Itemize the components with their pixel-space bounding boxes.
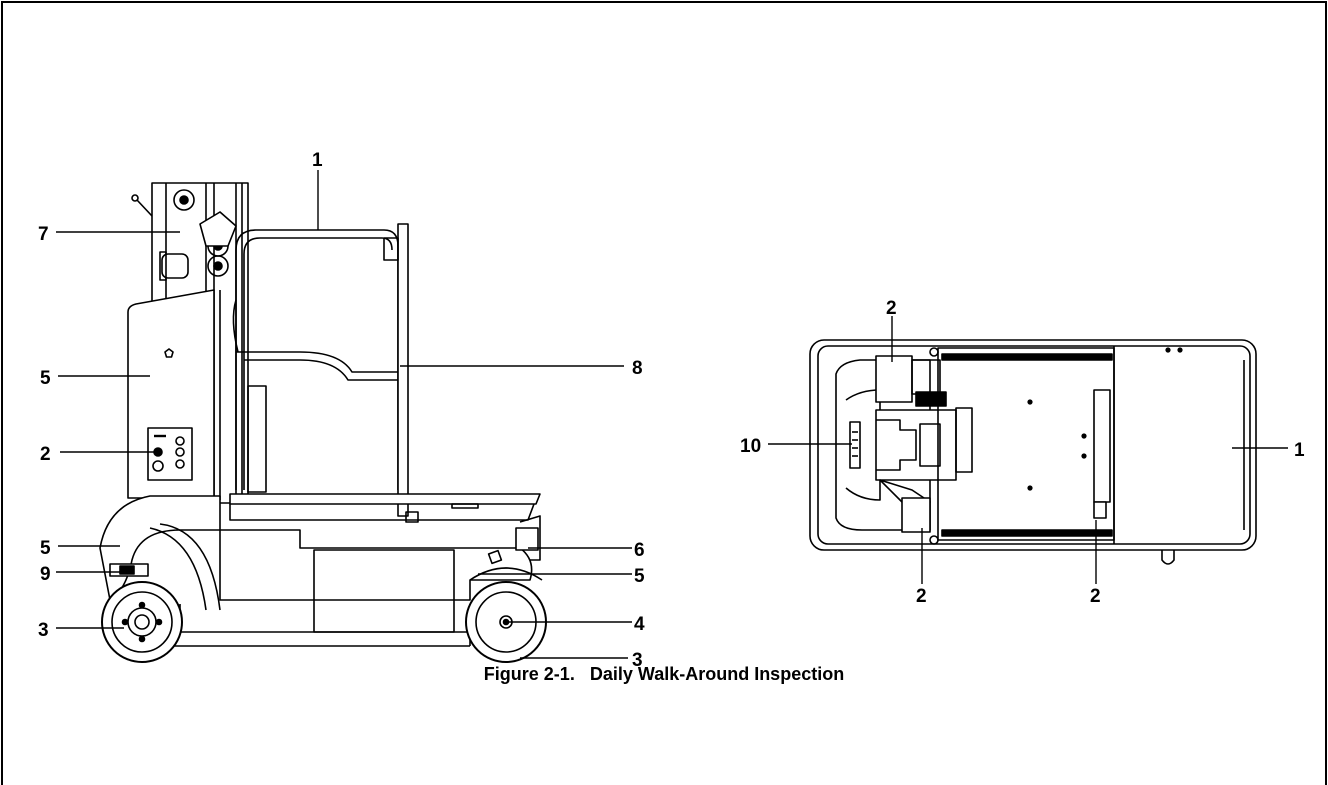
callout-4-hub: 4 [634, 614, 645, 635]
side-view-callouts: 1 7 5 8 2 5 6 9 5 3 4 3 [38, 150, 645, 671]
callout-1-top-deck: 1 [1294, 440, 1305, 461]
side-view-leaders [56, 170, 632, 659]
callout-8-rear-post: 8 [632, 358, 643, 379]
top-view-drawing [809, 339, 1257, 565]
top-view-leaders [768, 316, 1288, 584]
callout-6-handle: 6 [634, 540, 645, 561]
callout-10-battery: 10 [740, 436, 761, 457]
figure-title: Daily Walk-Around Inspection [589, 664, 845, 684]
callout-5-housing: 5 [40, 368, 51, 389]
callout-2-controls: 2 [40, 444, 51, 465]
callout-5-front-cover: 5 [40, 538, 51, 559]
callout-2-lower-controls: 2 [916, 586, 927, 607]
figure-number: Figure 2-1. [483, 664, 575, 684]
callout-5-rear-cover: 5 [634, 566, 645, 587]
side-view-drawing [99, 182, 547, 663]
callout-9-step: 9 [40, 564, 51, 585]
callout-2-rear-switch: 2 [1090, 586, 1101, 607]
callout-3-front-wheel: 3 [38, 620, 49, 641]
top-view-callouts: 2 10 1 2 2 [740, 298, 1305, 607]
callout-3-rear-wheel: 3 [632, 650, 643, 671]
callout-2-top-controls: 2 [886, 298, 897, 319]
callout-1-guard-rail: 1 [312, 150, 323, 171]
callout-7-mast: 7 [38, 224, 49, 245]
figure-caption: Figure 2-1. Daily Walk-Around Inspection [0, 664, 1328, 685]
